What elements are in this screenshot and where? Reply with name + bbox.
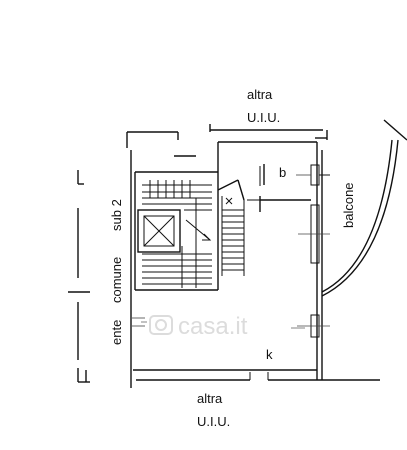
label-sub: sub 2: [109, 199, 124, 231]
label-balcone: balcone: [341, 182, 356, 228]
label-bottom-uiu: U.I.U.: [197, 414, 230, 429]
balcony-outline: [321, 119, 407, 381]
windows: [296, 164, 330, 338]
label-comune: comune: [109, 257, 124, 303]
upper-flight: [142, 180, 212, 205]
label-bottom-altra: altra: [197, 391, 223, 406]
camera-icon: [149, 315, 173, 335]
label-ente: ente: [109, 320, 124, 345]
apartment-walls: [133, 129, 328, 381]
stair-core: [134, 168, 219, 291]
label-top-uiu: U.I.U.: [247, 110, 280, 125]
label-top-altra: altra: [247, 87, 273, 102]
watermark-text: casa.it: [178, 313, 248, 340]
label-room-b: b: [279, 165, 286, 180]
apartment-stair: [217, 179, 245, 276]
watermark: casa.it: [149, 313, 248, 340]
door-markers: [141, 321, 305, 329]
bathroom-partition: [247, 164, 311, 212]
label-room-k: k: [266, 347, 273, 362]
lower-flight: [142, 246, 212, 288]
surrounding-walls: [68, 124, 211, 388]
